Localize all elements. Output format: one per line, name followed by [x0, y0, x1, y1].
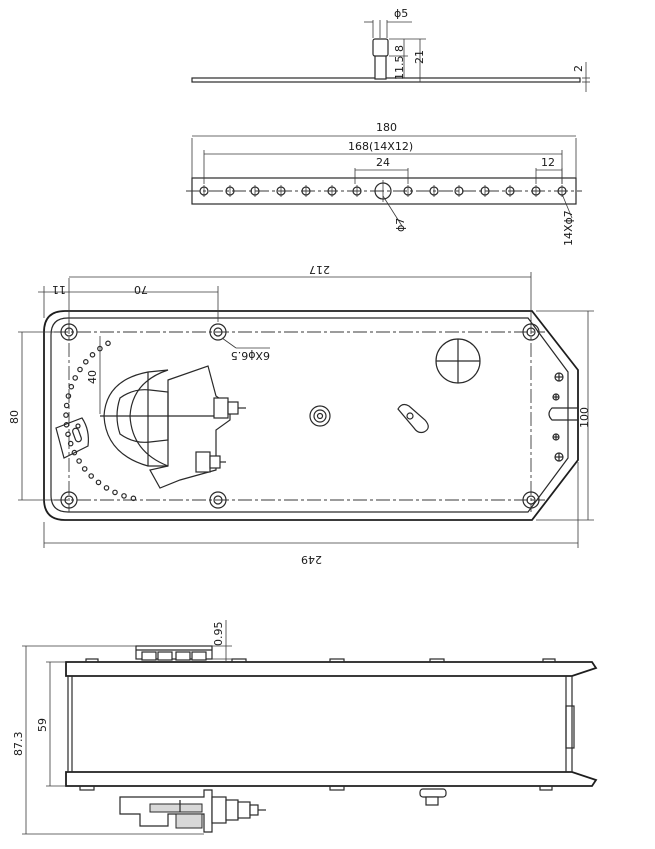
dim-bar-length: 180	[376, 121, 397, 134]
clamp-nut	[195, 451, 226, 473]
bar-hole-row	[199, 180, 567, 202]
scale-dot	[77, 366, 83, 373]
dim-pin-head: 8	[393, 45, 406, 52]
scale-dot	[88, 473, 95, 479]
pin-head	[372, 38, 389, 57]
scale-dot	[67, 440, 74, 447]
release-lever	[397, 403, 429, 434]
scale-dot	[89, 351, 96, 358]
bottom-plate	[65, 771, 598, 787]
housing-body	[67, 675, 573, 773]
dim-height-left: 80	[8, 410, 21, 424]
dim-clamp-offset: 40	[86, 370, 99, 384]
pin-shank	[374, 54, 387, 80]
dim-hole-span: 168(14X12)	[348, 140, 413, 153]
scale-dot	[81, 466, 88, 472]
dim-inner-length: 217	[309, 263, 330, 276]
scale-dot	[95, 479, 102, 486]
dim-mount-holes: 6Xϕ6.5	[231, 349, 270, 362]
top-plate	[65, 661, 598, 677]
side-view: 0.95 59 87.3	[12, 620, 598, 835]
mount-hole	[60, 323, 78, 341]
scale-dot	[63, 402, 70, 409]
scale-dot	[71, 449, 78, 456]
clamp-nut	[213, 397, 246, 419]
screw	[552, 393, 560, 401]
dim-pin-diameter: ϕ5	[394, 7, 408, 20]
dim-hole-offset: 70	[134, 283, 148, 296]
dim-center-spacing: 24	[376, 156, 390, 169]
position-indicator	[55, 417, 89, 459]
dim-hole-pitch: 12	[541, 156, 555, 169]
right-slot	[548, 407, 578, 421]
dim-plate-thickness: 2	[572, 65, 585, 72]
manual-override-circle	[435, 338, 481, 384]
top-view: 217 11 70 6Xϕ6.5 40 80 100 249	[8, 263, 594, 566]
mount-hole	[522, 323, 540, 341]
clamp-nut-stack	[211, 796, 266, 824]
scale-dot	[105, 340, 111, 347]
scale-dot	[103, 485, 110, 491]
mount-hole	[60, 491, 78, 509]
pin-plate-view: ϕ5 8 11.5 21 2	[191, 7, 590, 92]
scale-dot	[65, 393, 72, 399]
scale-dot	[76, 458, 82, 464]
dim-side-holes: 14Xϕ7	[562, 210, 575, 246]
dim-edge-offset: 11	[52, 283, 66, 296]
screw	[554, 372, 564, 382]
scale-dot	[121, 493, 127, 499]
dim-body-height: 59	[36, 718, 49, 732]
center-bushing	[309, 405, 331, 427]
mount-hole	[209, 491, 227, 509]
dim-height-right: 100	[578, 407, 591, 428]
housing-inner-outline	[50, 317, 569, 513]
scale-dot	[83, 358, 89, 365]
dim-top-gap: 0.95	[212, 622, 225, 647]
mount-hole	[209, 323, 227, 341]
scale-dot	[130, 495, 137, 502]
scale-dot	[68, 383, 75, 390]
scale-dot	[65, 431, 71, 438]
dim-pin-shank: 11.5	[393, 56, 406, 81]
angle-scale	[63, 340, 137, 502]
screw	[552, 433, 560, 441]
dim-total-height: 87.3	[12, 732, 25, 757]
scale-dot	[72, 375, 79, 381]
bottom-clamp	[119, 789, 213, 833]
top-clamp	[135, 645, 213, 661]
perforated-bar-view: 180 168(14X12) 24 12 ϕ7 14Xϕ7	[186, 121, 582, 246]
dim-total-length: 249	[301, 553, 322, 566]
mount-hole	[522, 491, 540, 509]
housing-outline	[43, 310, 579, 521]
scale-dot	[112, 489, 118, 496]
dim-center-hole: ϕ7	[394, 218, 407, 232]
shaft-clamp	[100, 365, 246, 489]
lever-knob	[419, 788, 447, 806]
dim-pin-total: 21	[413, 50, 426, 64]
scale-dot	[63, 412, 69, 418]
screw	[554, 452, 564, 462]
